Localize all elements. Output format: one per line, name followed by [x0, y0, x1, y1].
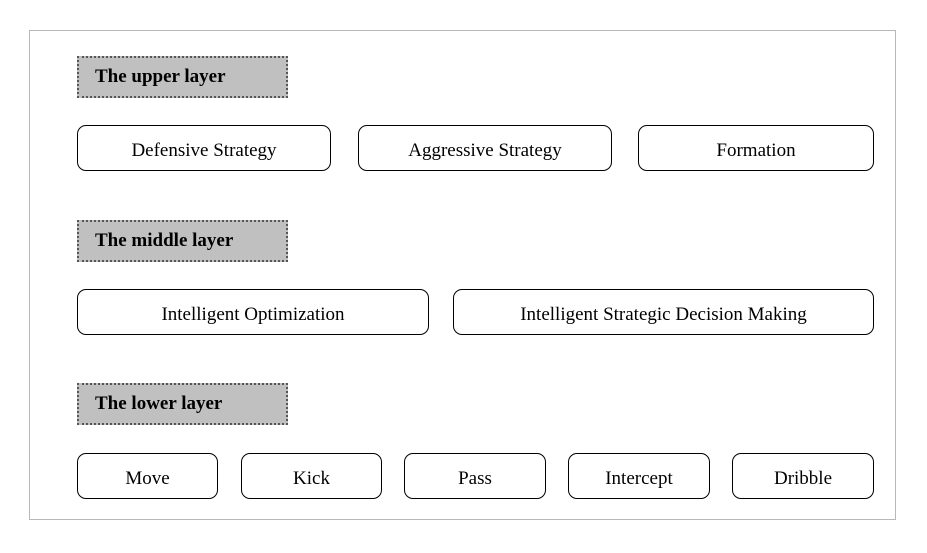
upper-layer-label: The upper layer — [77, 56, 288, 98]
defensive-strategy-box: Defensive Strategy — [77, 125, 331, 171]
aggressive-strategy-box: Aggressive Strategy — [358, 125, 612, 171]
diagram-frame: The upper layer Defensive Strategy Aggre… — [29, 30, 896, 520]
move-box: Move — [77, 453, 218, 499]
intelligent-strategic-decision-making-box: Intelligent Strategic Decision Making — [453, 289, 874, 335]
middle-layer-label: The middle layer — [77, 220, 288, 262]
dribble-box: Dribble — [732, 453, 874, 499]
kick-box: Kick — [241, 453, 382, 499]
intercept-box: Intercept — [568, 453, 710, 499]
intelligent-optimization-box: Intelligent Optimization — [77, 289, 429, 335]
formation-box: Formation — [638, 125, 874, 171]
lower-layer-label: The lower layer — [77, 383, 288, 425]
pass-box: Pass — [404, 453, 546, 499]
